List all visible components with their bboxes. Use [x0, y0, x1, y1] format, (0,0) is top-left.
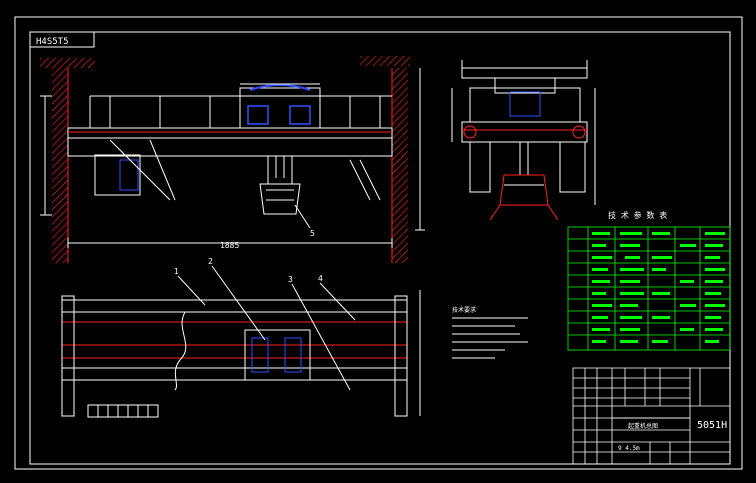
callout-3: 3 [288, 275, 293, 284]
title-block-drawing-name: 起重机总图 [628, 422, 658, 430]
callout-4: 4 [318, 274, 323, 283]
plan-view [61, 265, 421, 418]
param-table-title: 技 术 参 数 表 [608, 210, 667, 220]
callout-2: 2 [208, 257, 213, 266]
callout-1: 1 [174, 267, 179, 276]
notes-title: 技术要求 [452, 306, 476, 314]
right-column-hatch [392, 68, 408, 263]
front-elevation-view [40, 56, 425, 263]
side-view [451, 60, 596, 221]
param-table [567, 226, 731, 351]
param-table-fill [592, 232, 725, 343]
span-dimension-label: 1885 [220, 241, 239, 250]
notes-lines [452, 317, 528, 359]
code-box [29, 31, 95, 48]
code-box-text: H4S5T5 [36, 37, 69, 47]
left-column-hatch [52, 68, 68, 263]
callout-5: 5 [310, 229, 315, 238]
outer-frame [14, 16, 743, 470]
title-block-code: 5051H [697, 420, 727, 431]
title-block [572, 367, 731, 465]
title-block-scale: 9 4.5m [618, 445, 640, 452]
